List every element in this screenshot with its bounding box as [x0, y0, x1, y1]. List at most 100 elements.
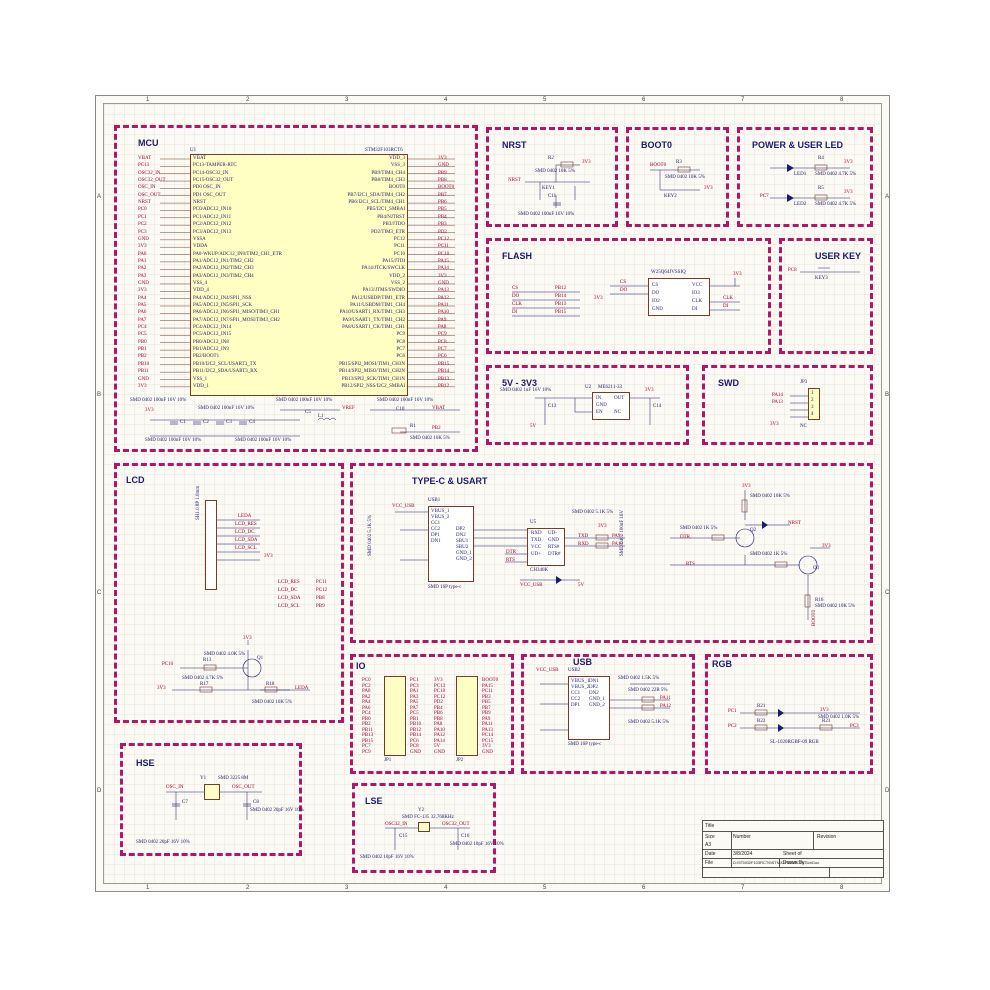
pb2-net: PB2: [432, 426, 441, 431]
usb-vbus: VCC_USB: [536, 668, 559, 673]
typec-usb-body: [428, 506, 474, 582]
typec-rail: 3V3: [742, 484, 751, 489]
mcu-right-net: 3V3: [438, 273, 447, 279]
cap-label: C4: [249, 420, 255, 425]
usb-conn-body: [568, 676, 610, 740]
io-pin: PC1: [410, 678, 419, 683]
mcu-left-net: PA6: [138, 310, 147, 316]
mcu-right-net: BOOT0: [438, 185, 455, 191]
ruler-col: 8: [840, 97, 844, 103]
ruler-col: 2: [246, 97, 250, 103]
ruler-row: D: [885, 788, 890, 794]
typec-pin: CC1: [431, 521, 441, 526]
user-key-block: [779, 238, 873, 354]
mcu-left-pin: PC0/ADC12_IN10: [193, 207, 232, 213]
typec-port: PA9: [612, 534, 621, 539]
mcu-left-net: PB10: [138, 361, 150, 367]
tb-size: A3: [705, 842, 712, 848]
ldo-pin: IN: [596, 396, 602, 401]
io-pin: PB4: [434, 705, 443, 711]
ldo-pin: NC: [614, 410, 621, 415]
mcu-right-net: PA8: [438, 325, 447, 331]
io-pin: PB2: [362, 722, 371, 727]
ruler-col: 3: [345, 97, 349, 103]
hse-c8: C8: [253, 800, 259, 805]
ldo-u: U2: [585, 385, 592, 390]
mcu-chip-name: STM32F103RCT6: [365, 148, 403, 153]
mcu-left-net: PB2: [138, 354, 147, 360]
ruler-row: A: [97, 194, 102, 200]
ruler-row: C: [97, 590, 102, 596]
mcu-left-pin: PA5/ADC12_IN5/SPI1_SCK: [193, 303, 252, 308]
mcu-left-pin: PC1/ADC12_IN11: [193, 214, 232, 220]
ruler-col: 7: [741, 885, 745, 891]
io-pin: PB3: [482, 694, 491, 700]
r5-label: R5: [818, 186, 824, 191]
ruler-col: 6: [642, 97, 646, 103]
mcu-right-pin: PA9/USART1_TX/TIM1_CH2: [342, 317, 405, 323]
ruler-row: D: [97, 788, 102, 794]
lcd-connector: [205, 500, 217, 590]
mcu-cap-note: SMD 0402 100nF 16V 10%: [130, 398, 187, 403]
mcu-left-net: GND: [138, 280, 149, 286]
mcu-left-pin: PB0/ADC12_IN8: [193, 339, 229, 345]
typec-note: SMD 0402 5.1K 5%: [572, 510, 614, 515]
lcd-block: [114, 463, 344, 723]
mcu-left-net: 3V3: [138, 244, 147, 250]
typec-note: SMD 0402 1K 5%: [680, 526, 718, 531]
swd-pin-num: 1: [811, 391, 814, 396]
mcu-left-net: PB11: [138, 369, 149, 375]
mcu-chip-ref: U1: [190, 148, 197, 153]
mcu-left-pin: PC3/ADC12_IN13: [193, 229, 232, 235]
mcu-right-net: PC11: [438, 244, 449, 250]
typec-note: SMD 0402 10K 5%: [815, 604, 855, 609]
mcu-left-pin: PC5/ADC12_IN15: [193, 332, 232, 338]
swd-connector: [808, 388, 820, 420]
lse-y: Y2: [418, 808, 425, 813]
io-pin: PA12: [434, 733, 445, 738]
io-pin: PC11: [482, 689, 493, 694]
swd-nc: NC: [800, 424, 807, 429]
io-pin: PB7: [482, 705, 491, 711]
flash-pin: VCC: [692, 283, 703, 288]
mcu-left-pin: PA6/ADC12_IN6/SPI1_MISO/TIM3_CH1: [193, 310, 280, 316]
io-pin: PC4: [362, 711, 371, 716]
io-pin: PB13: [362, 733, 374, 738]
lse-block: [352, 783, 496, 873]
typec-net: TXD: [578, 534, 589, 539]
flash-chip-name: W25Q64JVSSIQ: [651, 270, 686, 275]
flash-pin: CLK: [692, 299, 702, 304]
mcu-right-net: PC6: [438, 354, 447, 360]
rgb-net: PC2: [728, 724, 737, 729]
mcu-left-pin: PC15-OSC32_OUT: [193, 178, 234, 184]
typec-q: Q3: [813, 566, 820, 571]
mcu-left-pin: PB10/I2C2_SCL/USART3_TX: [193, 361, 257, 367]
led-r-note: SMD 0402 4.7K 5%: [815, 172, 857, 177]
lcd-rail: 3V3: [157, 686, 166, 691]
rgb-title: RGB: [712, 659, 732, 669]
mcu-right-net: PB5: [438, 207, 447, 213]
ldo-note: SMD 0402 1uF 16V 10%: [500, 388, 552, 393]
hse-note-right: SMD 0402 20pF 16V 10%: [250, 808, 304, 813]
mcu-left-net: PC3: [138, 229, 147, 235]
mcu-right-net: PB9: [438, 170, 447, 176]
rgb-rail: 3V3: [820, 708, 829, 713]
lcd-pin: 3V3: [264, 554, 273, 559]
mcu-left-pin: PA7/ADC12_IN7/SPI1_MOSI/TIM3_CH2: [193, 317, 280, 323]
lse-osc-out: OSC32_OUT: [442, 822, 470, 827]
io-pin: PC3: [410, 683, 419, 689]
ruler-col: 1: [146, 97, 150, 103]
mcu-left-pin: PA4/ADC12_IN4/SPI1_NSS: [193, 295, 252, 301]
mcu-left-net: OSC_OUT: [138, 192, 161, 198]
io-pin: PC2: [362, 683, 371, 689]
typec-usart-title: TYPE-C & USART: [412, 476, 488, 486]
usb-net: PA11: [660, 696, 671, 701]
cap-label: C3: [226, 420, 232, 425]
mcu-left-net: VBAT: [138, 156, 152, 161]
flash-pin: CS: [652, 283, 659, 288]
lcd-pin: LCD_SCL: [235, 546, 257, 551]
